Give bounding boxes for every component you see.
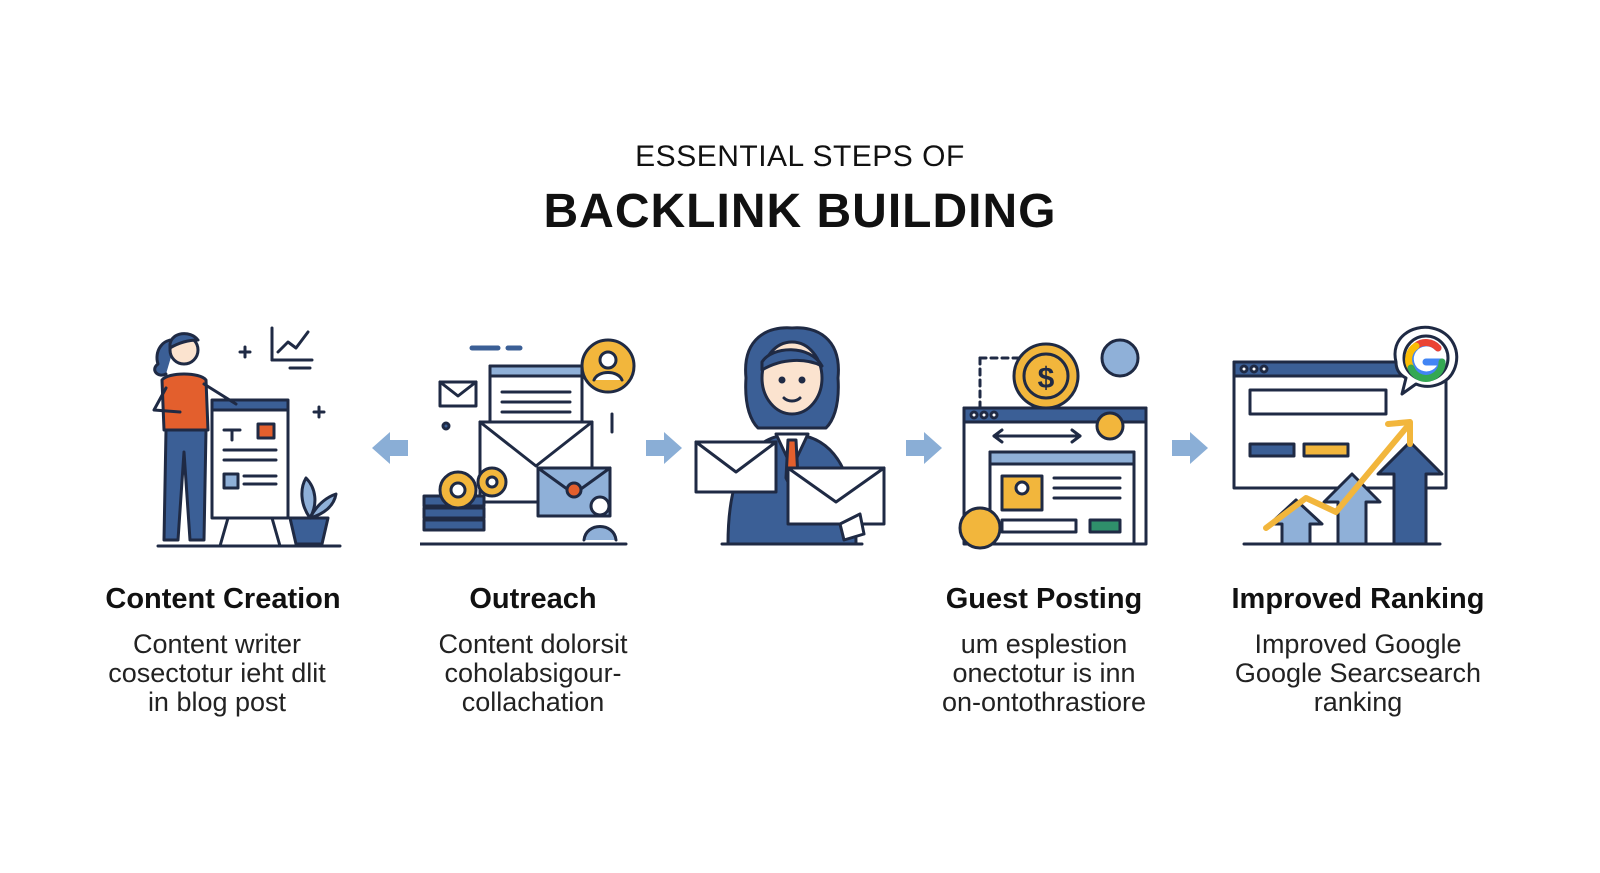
step-description-line: coholabsigour-: [444, 658, 622, 688]
step-title-improved-ranking: Improved Ranking: [1231, 583, 1485, 615]
step-description-content-creation: Content writer cosectotur ieht dlit in b…: [57, 630, 377, 717]
step-description-line: collachation: [461, 687, 605, 717]
person-holding-envelopes-icon: [694, 326, 886, 546]
step-title-content-creation: Content Creation: [105, 583, 341, 615]
step-description-line: ranking: [1313, 687, 1403, 717]
step-description-line: Improved Google: [1254, 629, 1462, 659]
diagram-title: BACKLINK BUILDING: [543, 185, 1057, 238]
email-outreach-icon: [420, 338, 636, 546]
person-presenting-board-icon: [152, 326, 342, 548]
step-description-improved-ranking: Improved Google Google Searcsearch ranki…: [1188, 630, 1528, 717]
step-description-line: Content dolorsit: [438, 629, 628, 659]
step-description-line: cosectotur ieht dlit: [108, 658, 326, 688]
arrow-right-icon: [906, 432, 942, 464]
arrow-left-icon: [372, 432, 408, 464]
svg-text:$: $: [1038, 362, 1055, 395]
step-description-outreach: Content dolorsit coholabsigour- collacha…: [373, 630, 693, 717]
step-title-guest-posting: Guest Posting: [945, 583, 1143, 615]
arrow-right-icon: [646, 432, 682, 464]
google-ranking-growth-icon: [1232, 325, 1459, 546]
step-description-line: on-ontothrastiore: [941, 687, 1147, 717]
step-description-line: onectotur is inn: [952, 658, 1136, 688]
guest-post-money-icon: $: [958, 338, 1148, 550]
step-description-line: um esplestion: [960, 629, 1128, 659]
step-title-outreach: Outreach: [469, 583, 597, 615]
diagram-subtitle: ESSENTIAL STEPS OF: [635, 140, 965, 173]
step-description-line: in blog post: [147, 687, 287, 717]
arrow-right-icon: [1172, 432, 1208, 464]
step-description-line: Content writer: [132, 629, 302, 659]
step-description-line: Google Searcsearch: [1234, 658, 1482, 688]
step-description-guest-posting: um esplestion onectotur is inn on-ontoth…: [884, 630, 1204, 717]
